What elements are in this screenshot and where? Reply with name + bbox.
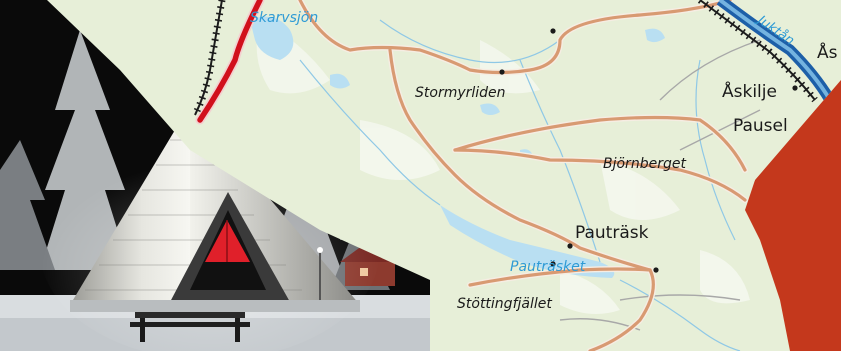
label-pausel: Pausel [733,116,788,136]
label-stormyrliden: Stormyrliden [415,85,506,101]
railway-left [191,0,226,117]
highway [195,0,265,125]
dot-stormyrliden [499,69,505,75]
main-roads [297,0,748,351]
lamp-post [317,247,323,300]
streams [299,19,741,351]
label-pautrasket: Pauträsket [510,259,586,275]
label-as: Ås [817,41,838,63]
dot-pautrask [567,243,573,249]
dot-pautrasket [550,261,556,267]
dot-junction [653,267,659,273]
railway-right [697,0,818,103]
lake-pautrasket [440,205,615,278]
label-skarvsjon: Skarvsjön [250,10,318,26]
county-border-area [430,60,841,351]
bench-icon [130,312,250,342]
settlement-dots [499,28,798,273]
river-juktan [716,0,835,103]
lake-skarvsjon [250,16,294,61]
label-stottingfjallet: Stöttingfjället [457,296,552,312]
label-askilje: Åskilje [722,80,777,102]
dot-askilje [792,85,798,91]
dot-north [550,28,556,34]
terrain-patches [256,20,750,314]
label-pautrask: Pauträsk [575,223,649,243]
label-bjornberget: Björnberget [603,156,686,172]
